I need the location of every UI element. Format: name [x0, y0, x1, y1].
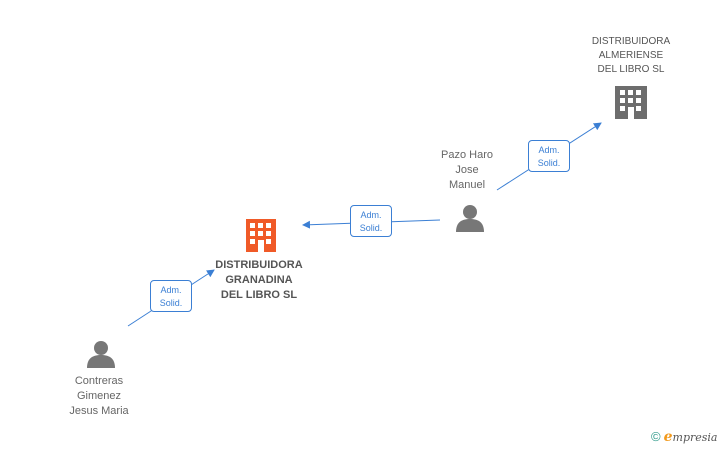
role-line: Solid.: [159, 298, 183, 308]
role-line: Solid.: [537, 158, 561, 168]
person-label-contreras[interactable]: Contreras Gimenez Jesus Maria: [52, 374, 146, 419]
person-label-line: Gimenez: [76, 390, 122, 402]
person-label-line: Jesus Maria: [69, 405, 129, 417]
role-badge-pazo-granadina[interactable]: Adm. Solid.: [350, 205, 392, 237]
person-icon[interactable]: [456, 205, 484, 232]
role-badge-pazo-almeriense[interactable]: Adm. Solid.: [528, 140, 570, 172]
person-label-line: Pazo Haro: [441, 149, 493, 161]
building-icon[interactable]: [246, 219, 276, 252]
copyright-symbol: ©: [651, 429, 661, 444]
building-icon[interactable]: [615, 86, 647, 119]
company-label-line: DISTRIBUIDORA: [215, 259, 303, 271]
person-label-line: Manuel: [448, 179, 486, 191]
brand-footer[interactable]: ©empresia: [651, 429, 717, 445]
brand-logo-initial: e: [663, 429, 673, 445]
company-label-line: DISTRIBUIDORA: [591, 36, 671, 47]
person-icon[interactable]: [87, 341, 115, 368]
company-label-line: DEL LIBRO SL: [597, 64, 665, 75]
person-label-pazo[interactable]: Pazo Haro Jose Manuel: [420, 148, 514, 193]
brand-logo-text: mpresia: [672, 431, 718, 444]
company-label-line: GRANADINA: [225, 274, 293, 286]
company-label-granadina[interactable]: DISTRIBUIDORA GRANADINA DEL LIBRO SL: [204, 258, 314, 303]
person-label-line: Contreras: [74, 375, 124, 387]
role-line: Adm.: [538, 145, 560, 155]
company-label-almeriense[interactable]: DISTRIBUIDORA ALMERIENSE DEL LIBRO SL: [578, 35, 684, 77]
person-label-line: Jose: [455, 164, 479, 176]
role-badge-contreras-granadina[interactable]: Adm. Solid.: [150, 280, 192, 312]
role-line: Adm.: [360, 210, 382, 220]
role-line: Adm.: [160, 285, 182, 295]
role-line: Solid.: [359, 223, 383, 233]
company-label-line: ALMERIENSE: [598, 50, 664, 61]
company-label-line: DEL LIBRO SL: [220, 289, 298, 301]
